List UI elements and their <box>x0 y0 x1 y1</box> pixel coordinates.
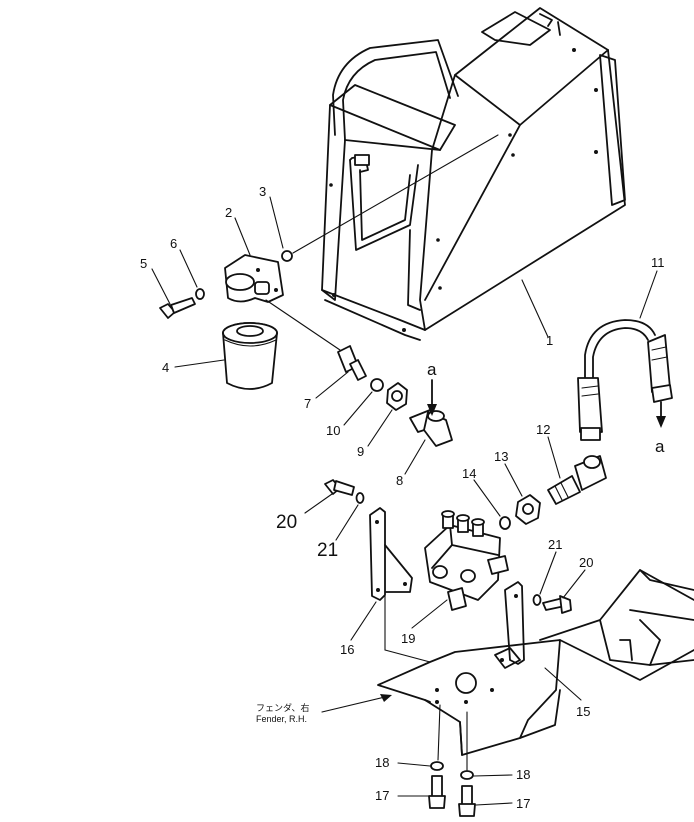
part-18-washer-left <box>430 761 444 771</box>
fender-leader-arrowhead <box>380 694 392 702</box>
part-17-bolt-right <box>458 785 476 817</box>
callout-15: 15 <box>576 704 590 719</box>
callout-7: 7 <box>304 396 311 411</box>
callout-1: 1 <box>546 333 553 348</box>
part-6-washer <box>195 288 205 300</box>
leader-lines <box>151 196 658 806</box>
callout-2: 2 <box>225 205 232 220</box>
callout-18-right: 18 <box>516 767 530 782</box>
part-21-washer-left <box>355 492 365 504</box>
arrow-a-right <box>656 401 666 428</box>
callout-17-left: 17 <box>375 788 389 803</box>
part-1-tank <box>321 7 626 341</box>
part-9-nut <box>386 382 408 411</box>
part-13-nut <box>515 494 541 525</box>
callout-19: 19 <box>401 631 415 646</box>
part-5-bolt <box>159 297 196 319</box>
callout-12: 12 <box>536 422 550 437</box>
arrow-label-a-right: a <box>655 437 665 456</box>
part-20-bolt-right <box>542 595 572 614</box>
fender-right <box>377 569 694 756</box>
callout-6: 6 <box>170 236 177 251</box>
part-21-washer-right <box>532 594 542 606</box>
part-19-valve-block <box>424 510 509 611</box>
part-12-elbow-fitting <box>547 455 607 505</box>
callout-5: 5 <box>140 256 147 271</box>
part-3-o-ring <box>281 250 293 262</box>
callout-10: 10 <box>326 423 340 438</box>
callout-3: 3 <box>259 184 266 199</box>
callout-13: 13 <box>494 449 508 464</box>
part-7-fitting <box>337 345 367 381</box>
callout-11: 11 <box>651 255 665 270</box>
callout-14: 14 <box>462 466 476 481</box>
callout-20-left: 20 <box>276 512 297 533</box>
part-8-elbow <box>409 409 453 447</box>
part-15-bracket-right <box>494 581 525 669</box>
callout-20-right: 20 <box>579 555 593 570</box>
part-2-filter-head <box>224 254 284 303</box>
callout-21-right: 21 <box>548 537 562 552</box>
callout-16: 16 <box>340 642 354 657</box>
callout-8: 8 <box>396 473 403 488</box>
part-16-bracket-left <box>369 507 413 601</box>
part-17-bolt-left <box>428 775 446 809</box>
part-11-hose <box>577 319 673 441</box>
callout-17-right: 17 <box>516 796 530 811</box>
fender-note-english: Fender, R.H. <box>256 714 307 724</box>
part-4-filter-cartridge <box>222 322 278 390</box>
fender-note-japanese: フェンダ、右 <box>256 702 310 713</box>
part-18-washer-right <box>460 770 474 780</box>
arrow-a-top <box>427 379 437 416</box>
part-14-o-ring <box>499 516 511 530</box>
arrow-label-a-top: a <box>427 360 437 379</box>
callout-21-left: 21 <box>317 540 338 561</box>
callout-4: 4 <box>162 360 169 375</box>
part-20-bolt-left <box>324 479 355 496</box>
callout-9: 9 <box>357 444 364 459</box>
part-10-o-ring <box>370 378 384 392</box>
callout-18-left: 18 <box>375 755 389 770</box>
